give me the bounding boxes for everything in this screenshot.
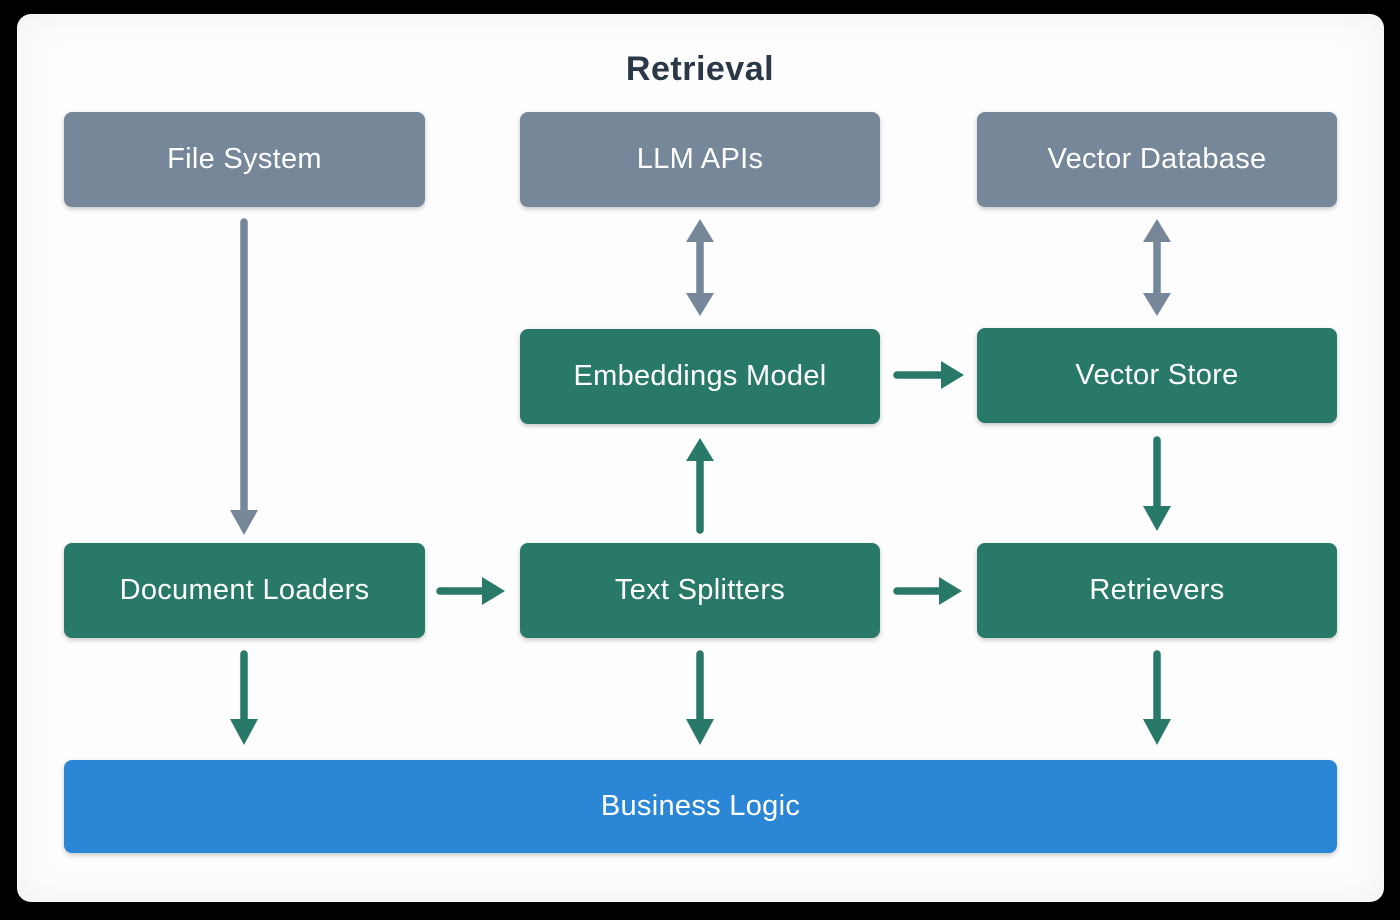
node-embeddings-model: Embeddings Model — [520, 329, 880, 424]
node-text-splitters-label: Text Splitters — [614, 574, 786, 606]
node-vector-store-label: Vector Store — [1075, 359, 1239, 391]
node-document-loaders-label: Document Loaders — [119, 574, 370, 606]
node-document-loaders: Document Loaders — [64, 543, 425, 638]
node-vector-store: Vector Store — [977, 328, 1337, 423]
node-retrievers: Retrievers — [977, 543, 1337, 638]
diagram-title: Retrieval — [625, 50, 775, 88]
node-embeddings-model-label: Embeddings Model — [573, 360, 827, 392]
node-vector-database: Vector Database — [977, 112, 1337, 207]
node-business-logic-label: Business Logic — [600, 790, 801, 822]
node-file-system: File System — [64, 112, 425, 207]
node-file-system-label: File System — [167, 143, 322, 175]
node-text-splitters: Text Splitters — [520, 543, 880, 638]
node-vector-database-label: Vector Database — [1047, 143, 1267, 175]
node-retrievers-label: Retrievers — [1089, 574, 1225, 606]
node-llm-apis: LLM APIs — [520, 112, 880, 207]
node-business-logic: Business Logic — [64, 760, 1337, 853]
node-llm-apis-label: LLM APIs — [636, 143, 764, 175]
